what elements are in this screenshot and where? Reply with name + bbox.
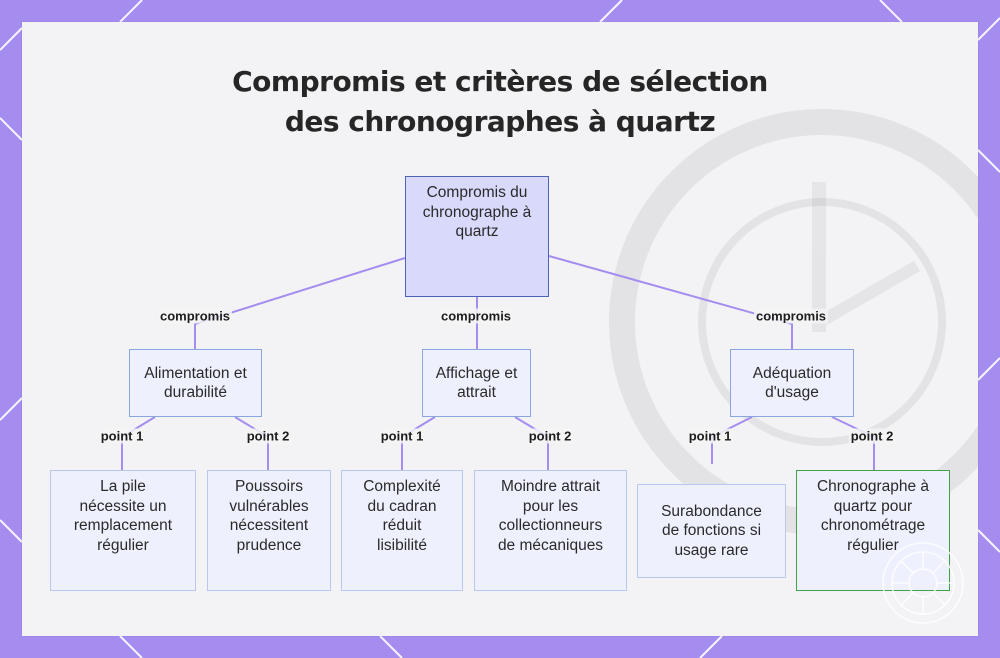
branch-node-adequation: Adéquation d'usage xyxy=(730,349,854,417)
edge-root-branch-1 xyxy=(194,257,406,350)
diagram-card: Compromis et critères de sélection des c… xyxy=(22,22,978,636)
edge-label-compromis-2: compromis xyxy=(438,308,514,324)
branch-node-alimentation: Alimentation et durabilité xyxy=(129,349,262,417)
branch-node-label: Alimentation et durabilité xyxy=(144,364,247,402)
leaf-node-poussoirs: Poussoirs vulnérables nécessitent pruden… xyxy=(207,470,331,591)
edge-root-branch-3 xyxy=(548,255,793,350)
diagram-title: Compromis et critères de sélection des c… xyxy=(22,62,978,142)
edge-label-point-1-branch-3: point 1 xyxy=(686,428,734,444)
edge-branch-1-leaf-1 xyxy=(121,416,156,470)
edge-label-compromis-1: compromis xyxy=(157,308,233,324)
leaf-node-label: Complexité du cadran réduit lisibilité xyxy=(363,478,441,554)
leaf-node-complexite: Complexité du cadran réduit lisibilité xyxy=(341,470,463,591)
title-line-2: des chronographes à quartz xyxy=(284,105,716,138)
leaf-node-label: Poussoirs vulnérables nécessitent pruden… xyxy=(229,478,309,554)
branch-node-label: Affichage et attrait xyxy=(435,364,518,402)
leaf-node-label: Chronographe à quartz pour chronométrage… xyxy=(816,478,930,554)
edge-label-point-1-branch-1: point 1 xyxy=(98,428,146,444)
edge-branch-3-leaf-2 xyxy=(831,416,875,470)
leaf-node-label: La pile nécessite un remplacement réguli… xyxy=(73,478,173,554)
title-line-1: Compromis et critères de sélection xyxy=(232,65,768,98)
leaf-node-collectionneurs: Moindre attrait pour les collectionneurs… xyxy=(474,470,627,591)
root-node-label: Compromis du chronographe à quartz xyxy=(422,184,532,240)
decorative-seal-icon xyxy=(882,542,964,624)
edge-branch-1-leaf-2 xyxy=(234,416,269,470)
leaf-node-chronometrage: Chronographe à quartz pour chronométrage… xyxy=(796,470,950,591)
edge-label-point-1-branch-2: point 1 xyxy=(378,428,426,444)
leaf-node-pile: La pile nécessite un remplacement réguli… xyxy=(50,470,196,591)
edge-branch-2-leaf-2 xyxy=(514,416,549,470)
root-node: Compromis du chronographe à quartz xyxy=(405,176,549,297)
leaf-node-label: Surabondance de fonctions si usage rare xyxy=(661,502,762,559)
edge-label-point-2-branch-2: point 2 xyxy=(526,428,574,444)
edge-branch-2-leaf-1 xyxy=(401,416,436,470)
branch-node-affichage: Affichage et attrait xyxy=(422,349,531,417)
leaf-node-label: Moindre attrait pour les collectionneurs… xyxy=(497,478,604,554)
edge-label-point-2-branch-1: point 2 xyxy=(244,428,292,444)
edge-label-compromis-3: compromis xyxy=(753,308,829,324)
branch-node-label: Adéquation d'usage xyxy=(752,364,832,402)
edge-label-point-2-branch-3: point 2 xyxy=(848,428,896,444)
leaf-node-surabondance: Surabondance de fonctions si usage rare xyxy=(637,484,786,578)
